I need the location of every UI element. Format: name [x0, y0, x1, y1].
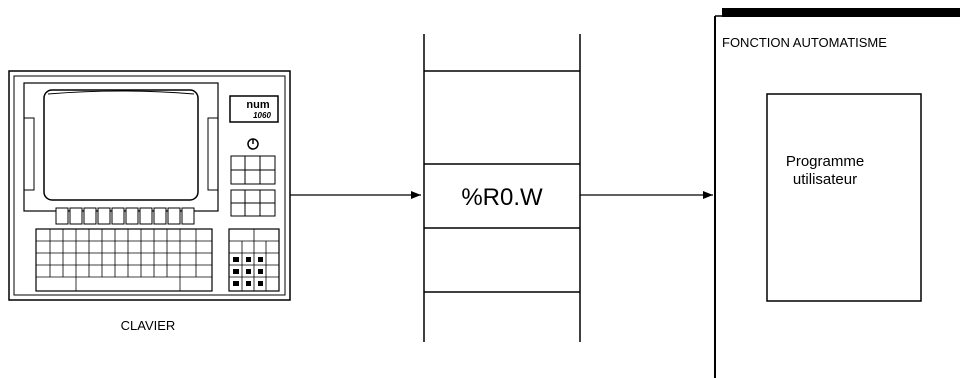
softkey-row: [55, 207, 195, 225]
terminal-inner-frame: [13, 75, 286, 296]
screen-right-lug: [207, 117, 219, 191]
brand-logo-box: [229, 95, 279, 123]
screen: [43, 89, 199, 201]
program-label-line2: utilisateur: [793, 171, 857, 188]
screen-left-lug: [23, 117, 35, 191]
function-block-title: FONCTION AUTOMATISME: [722, 35, 887, 50]
register-label: %R0.W: [461, 184, 543, 211]
program-label-line1: Programme: [786, 153, 864, 170]
brand-logo-text: num: [246, 99, 269, 111]
register-stack: %R0.W: [423, 34, 581, 342]
keyboard-terminal: num 1060: [8, 70, 291, 333]
control-keypad-upper: [230, 155, 276, 185]
function-block-top-bar: [722, 8, 960, 17]
model-number: 1060: [253, 111, 271, 120]
control-keypad-lower: [230, 189, 276, 217]
alphanumeric-keyboard: [35, 228, 213, 292]
function-block: FONCTION AUTOMATISME Programme utilisate…: [714, 8, 960, 378]
keyboard-label: CLAVIER: [121, 318, 176, 333]
user-program-box: [766, 93, 922, 302]
